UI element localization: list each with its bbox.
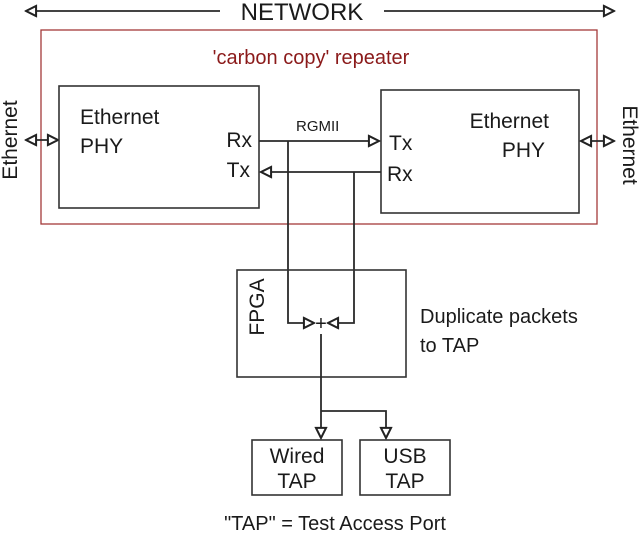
wired-tap-line1: Wired xyxy=(270,445,325,468)
combiner-plus-icon: + xyxy=(315,313,327,335)
wired-tap-line2: TAP xyxy=(277,470,316,493)
fpga-note-line2: to TAP xyxy=(420,335,479,357)
fpga-note-line1: Duplicate packets xyxy=(420,306,578,328)
right-phy-rx: Rx xyxy=(387,163,413,186)
tap-line-left xyxy=(287,141,314,323)
wired-tap-box xyxy=(251,439,343,496)
tap-legend: "TAP" = Test Access Port xyxy=(224,513,446,534)
right-phy-line2: PHY xyxy=(502,139,545,162)
left-phy-line2: PHY xyxy=(80,135,123,158)
rgmii-label: RGMII xyxy=(296,118,339,135)
right-phy-box xyxy=(380,89,580,214)
usb-tap-block: USB TAP xyxy=(359,439,451,496)
usb-tap-box xyxy=(359,439,451,496)
network-title: NETWORK xyxy=(241,0,364,26)
right-phy-block: Ethernet PHY Tx Rx xyxy=(380,89,580,214)
usb-tap-line1: USB xyxy=(383,445,426,468)
left-ethernet-label: Ethernet xyxy=(0,100,22,180)
left-phy-rx: Rx xyxy=(226,129,252,152)
output-to-usb-tap xyxy=(321,410,386,438)
fpga-label: FPGA xyxy=(246,278,269,335)
left-phy-block: Ethernet PHY Rx Tx xyxy=(58,85,260,209)
network-arrow: NETWORK xyxy=(26,0,614,26)
left-phy-tx: Tx xyxy=(227,159,251,182)
repeater-label: 'carbon copy' repeater xyxy=(213,47,410,69)
wired-tap-block: Wired TAP xyxy=(251,439,343,496)
right-ethernet-label: Ethernet xyxy=(618,105,640,185)
tap-line-right xyxy=(328,172,355,323)
left-phy-line1: Ethernet xyxy=(80,106,160,129)
usb-tap-line2: TAP xyxy=(385,470,424,493)
left-phy-box xyxy=(58,85,260,209)
repeater-boundary xyxy=(40,29,598,225)
right-phy-tx: Tx xyxy=(389,132,413,155)
right-phy-line1: Ethernet xyxy=(470,110,550,133)
